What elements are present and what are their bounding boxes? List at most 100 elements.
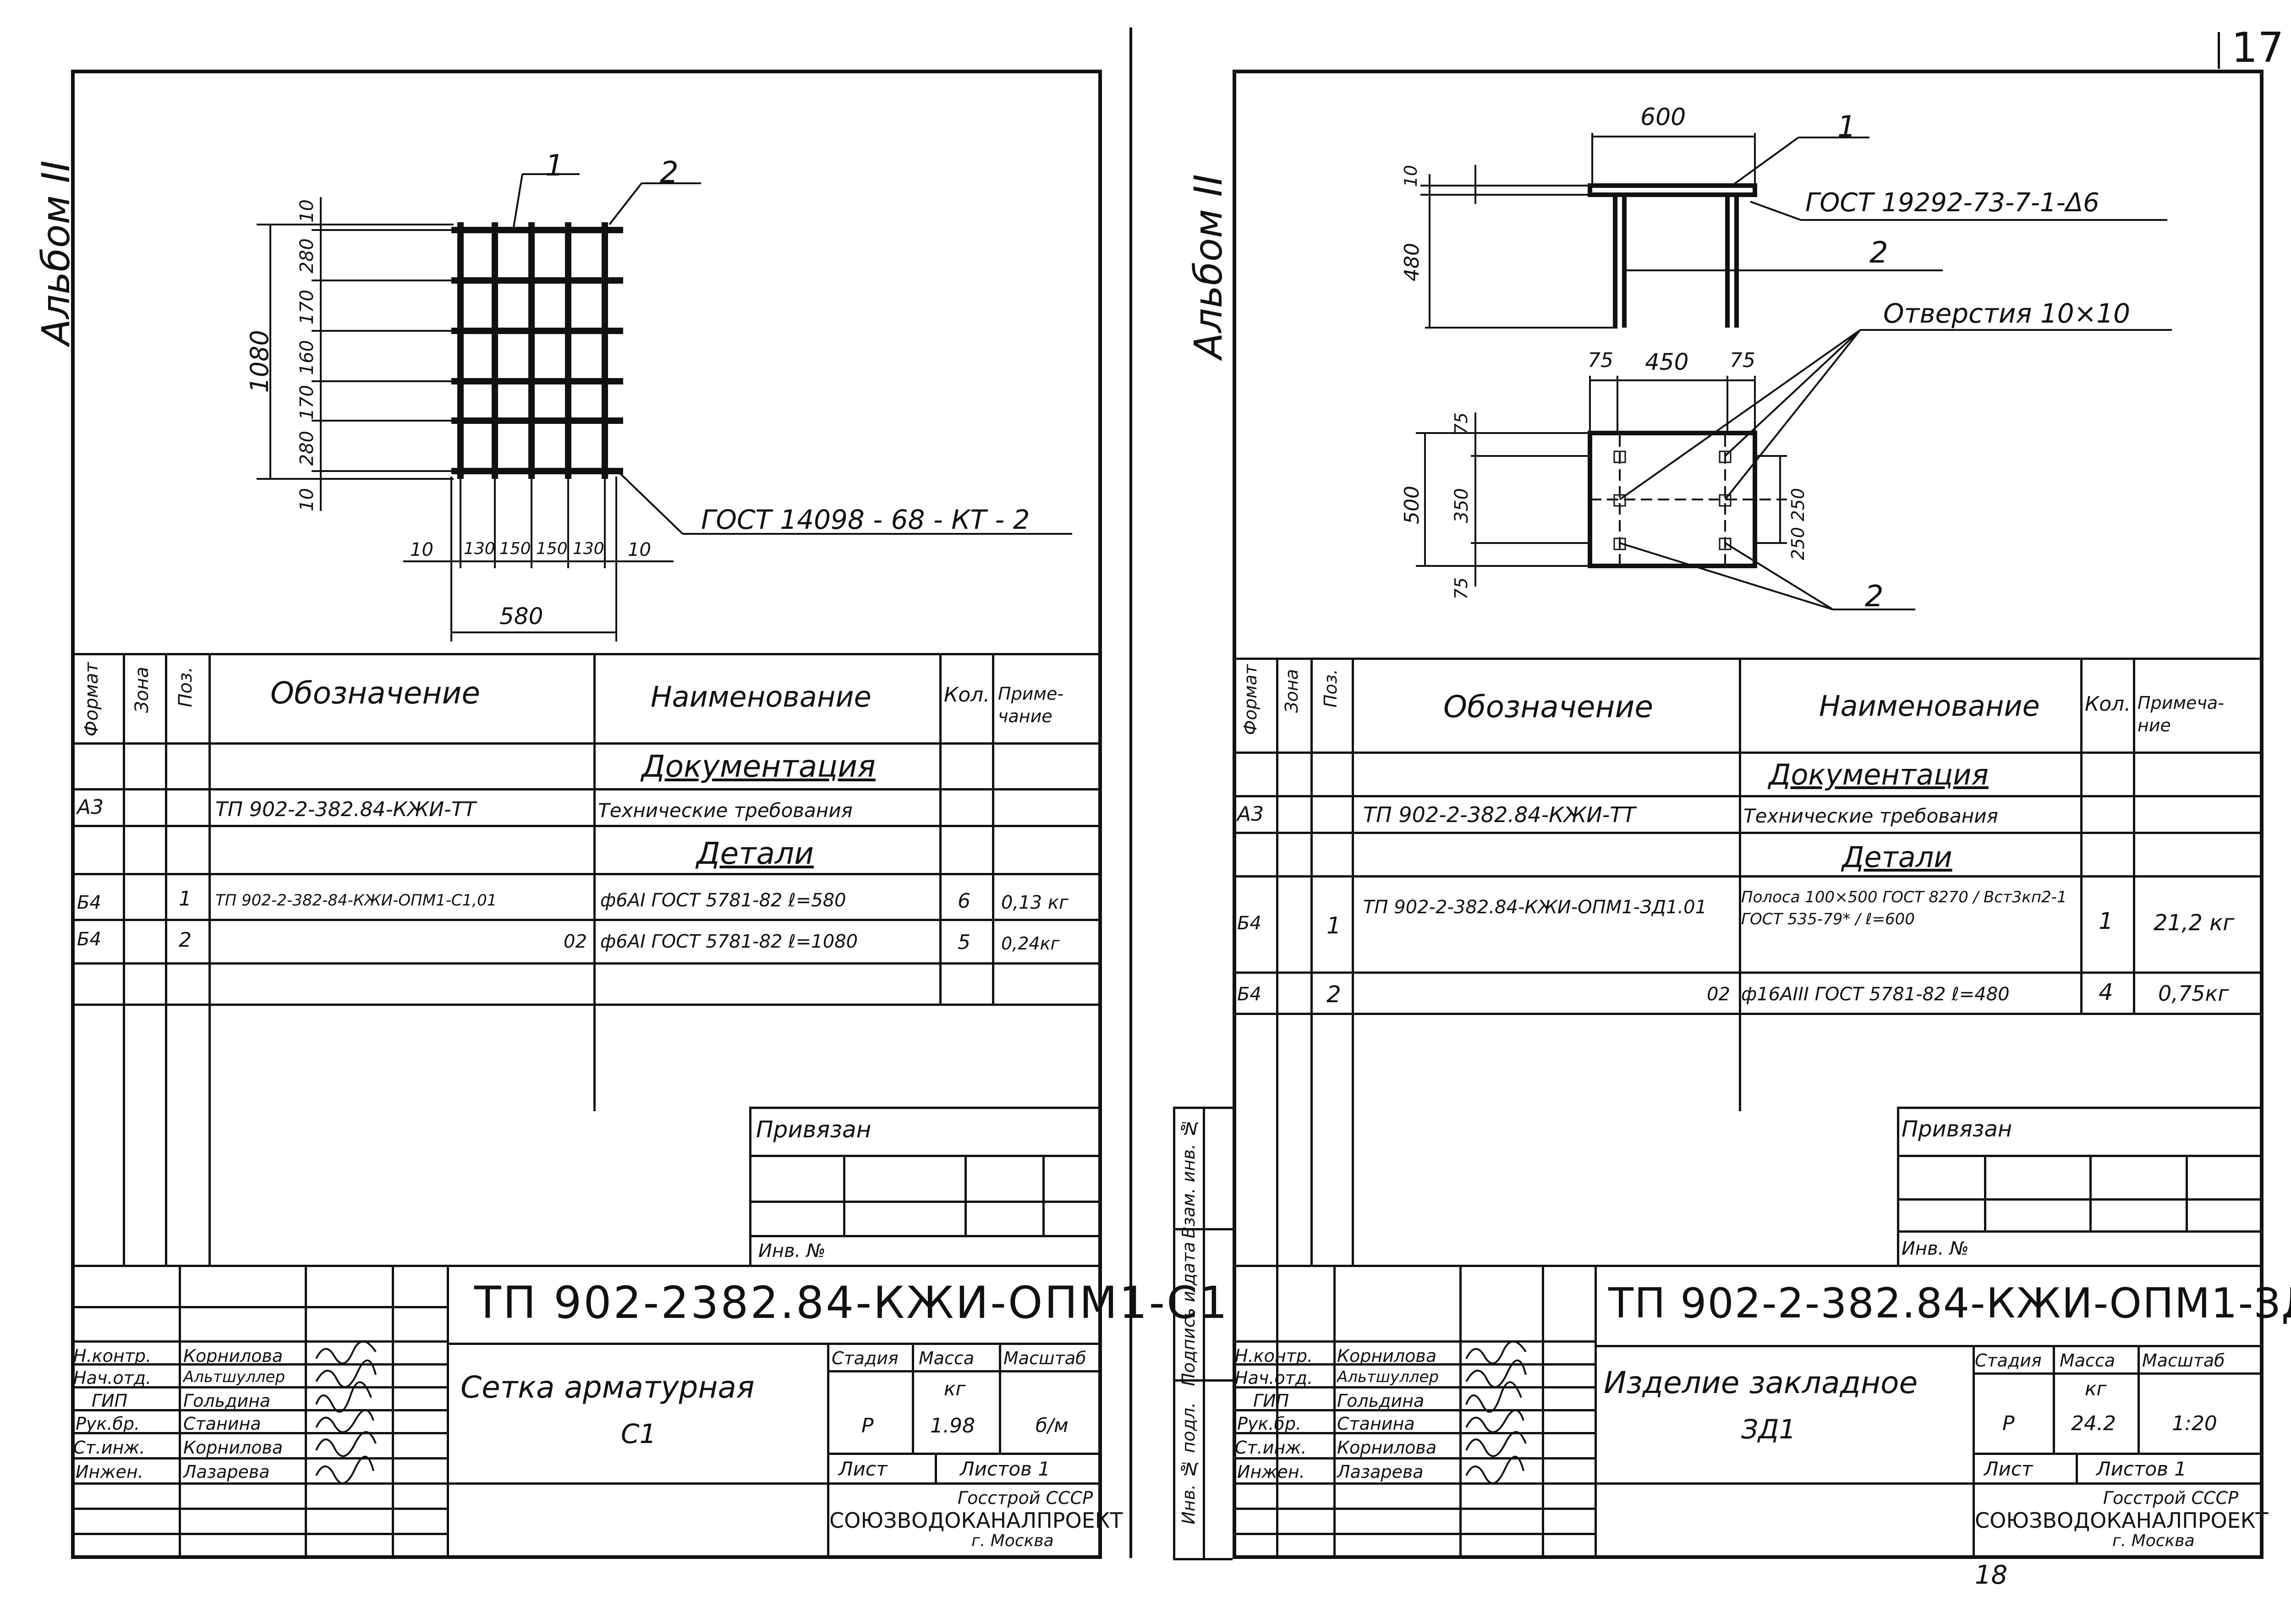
left-name-4: Корнилова: [183, 1437, 283, 1458]
left-gost-note: ГОСТ 14098 - 68 - КТ - 2: [701, 504, 1030, 535]
right-pos1-label: 1: [1837, 110, 1856, 144]
left-row1-name: ф6АI ГОСТ 5781-82 ℓ=580: [600, 890, 846, 911]
left-org1: Госстрой СССР: [958, 1488, 1093, 1508]
right-row2-format: Б4: [1237, 984, 1261, 1005]
left-dim-h4: 130: [573, 539, 604, 558]
right-side-label-1: Подпись и дата: [1178, 1242, 1199, 1386]
right-role-1: Нач.отд.: [1235, 1368, 1313, 1388]
right-album-label: Альбом II: [1186, 174, 1231, 359]
right-row2-note: 0,75кг: [2158, 981, 2229, 1006]
right-role-3: Рук.бр.: [1237, 1414, 1302, 1434]
right-scale: 1:20: [2172, 1412, 2217, 1435]
right-section-parts: Детали: [1842, 840, 1952, 874]
right-name-5: Лазарева: [1337, 1462, 1424, 1482]
right-side-label-2: Инв. № подл.: [1178, 1402, 1199, 1525]
left-row1-format: Б4: [77, 892, 101, 913]
left-role-5: Инжен.: [76, 1462, 143, 1482]
left-name-2: Гольдина: [183, 1391, 271, 1411]
right-row1-note: 21,2 кг: [2154, 910, 2235, 936]
page-number: 17: [2231, 24, 2284, 72]
right-gost-note: ГОСТ 19292-73-7-1-Δ6: [1805, 188, 2099, 218]
right-dim-right-1: 250: [1788, 527, 1808, 560]
left-name-3: Станина: [183, 1414, 261, 1434]
left-mass-unit: кг: [944, 1377, 966, 1400]
right-row2-designation: 02: [1707, 984, 1730, 1005]
left-hdr-zone: Зона: [132, 667, 153, 713]
right-pos2a-label: 2: [1869, 236, 1888, 270]
right-role-4: Ст.инж.: [1235, 1437, 1307, 1458]
right-mass: 24.2: [2071, 1412, 2116, 1435]
right-role-2: ГИП: [1253, 1391, 1289, 1411]
right-hdr-zone: Зона: [1282, 669, 1302, 713]
right-attached: Привязан: [1902, 1116, 2012, 1142]
left-pos2-label: 2: [660, 156, 679, 190]
right-name-3: Станина: [1337, 1414, 1415, 1434]
left-dim-v2: 170: [296, 290, 318, 325]
left-hdr-pos: Поз.: [175, 667, 196, 708]
right-scale-h: Масштаб: [2142, 1350, 2225, 1371]
right-row1-qty: 1: [2099, 908, 2113, 934]
left-row0-designation: ТП 902-2-382.84-КЖИ-ТТ: [215, 798, 476, 821]
left-row0-name: Технические требования: [598, 799, 853, 822]
right-mass-unit: кг: [2085, 1377, 2107, 1400]
left-dim-v3: 160: [296, 340, 318, 375]
right-dim-top: 600: [1640, 104, 1686, 131]
right-dim-right-0: 250: [1788, 488, 1808, 521]
right-row1-name: Полоса 100×500 ГОСТ 8270 / Вст3кп2-1 ГОС…: [1741, 888, 2067, 928]
right-title-line1: Изделие закладное: [1604, 1365, 1918, 1400]
left-dim-total-h: 580: [499, 603, 543, 630]
right-role-0: Н.контр.: [1235, 1346, 1313, 1366]
right-row1-designation: ТП 902-2-382.84-КЖИ-ОПМ1-ЗД1.01: [1363, 897, 1707, 918]
left-scale: б/м: [1036, 1414, 1069, 1437]
right-hdr-pos: Поз.: [1321, 669, 1341, 708]
right-title-line2: ЗД1: [1741, 1414, 1796, 1445]
right-hdr-format: Формат: [1240, 664, 1261, 735]
left-dim-total: 1080: [245, 330, 274, 393]
left-scale-h: Масштаб: [1003, 1348, 1086, 1368]
left-hdr-note: Приме-чание: [998, 684, 1064, 727]
right-dim-left-0: 75: [1451, 412, 1471, 435]
right-mass-h: Масса: [2060, 1350, 2116, 1371]
left-row1-pos: 1: [179, 887, 192, 911]
right-name-1: Альтшуллер: [1337, 1368, 1439, 1386]
right-row0-format: А3: [1237, 802, 1264, 826]
left-role-3: Рук.бр.: [76, 1414, 140, 1434]
right-stage: Р: [2002, 1412, 2015, 1435]
right-inv: Инв. №: [1902, 1238, 1969, 1259]
left-pos1-label: 1: [545, 149, 564, 183]
page-number-tick: [2218, 32, 2220, 69]
left-section-parts: Детали: [696, 836, 814, 871]
right-org1: Госстрой СССР: [2103, 1488, 2239, 1508]
left-dim-v1: 280: [296, 238, 318, 274]
right-sheet-h: Лист: [1984, 1458, 2033, 1480]
left-inv: Инв. №: [758, 1240, 826, 1262]
right-pos2b-label: 2: [1865, 580, 1884, 614]
left-stage: Р: [861, 1414, 874, 1437]
left-row2-designation: 02: [564, 931, 587, 952]
right-side-label-0: Взам. инв. №: [1178, 1118, 1199, 1239]
right-dim-plan-1: 450: [1645, 349, 1689, 375]
right-row2-name: ф16АIII ГОСТ 5781-82 ℓ=480: [1741, 984, 2010, 1005]
left-org2: СОЮЗВОДОКАНАЛПРОЕКТ: [829, 1508, 1123, 1533]
left-attached: Привязан: [756, 1116, 871, 1143]
right-stamp-code: ТП 902-2-382.84-КЖИ-ОПМ1-ЗД1: [1608, 1279, 2291, 1328]
right-row2-pos: 2: [1326, 981, 1341, 1008]
right-hdr-name: Наименование: [1819, 689, 2040, 723]
left-row2-name: ф6АI ГОСТ 5781-82 ℓ=1080: [600, 931, 858, 952]
left-title-line1: Сетка арматурная: [460, 1370, 755, 1405]
right-holes-note: Отверстия 10×10: [1883, 298, 2131, 329]
left-dim-h5: 10: [628, 539, 651, 560]
left-section-docs: Документация: [641, 749, 876, 784]
left-dim-v5: 280: [296, 431, 318, 466]
right-dim-10: 10: [1401, 165, 1421, 187]
right-frame: [1233, 70, 2264, 1559]
right-name-2: Гольдина: [1337, 1391, 1425, 1411]
left-row2-qty: 5: [958, 931, 970, 954]
left-frame: [71, 70, 1102, 1559]
right-dim-left-2: 75: [1451, 577, 1471, 600]
left-stage-h: Стадия: [832, 1348, 899, 1368]
left-row1-designation: ТП 902-2-382-84-КЖИ-ОПМ1-С1,01: [215, 891, 497, 910]
right-org2: СОЮЗВОДОКАНАЛПРОЕКТ: [1975, 1508, 2269, 1533]
left-name-0: Корнилова: [183, 1346, 283, 1366]
left-spec-top: [71, 653, 1102, 655]
